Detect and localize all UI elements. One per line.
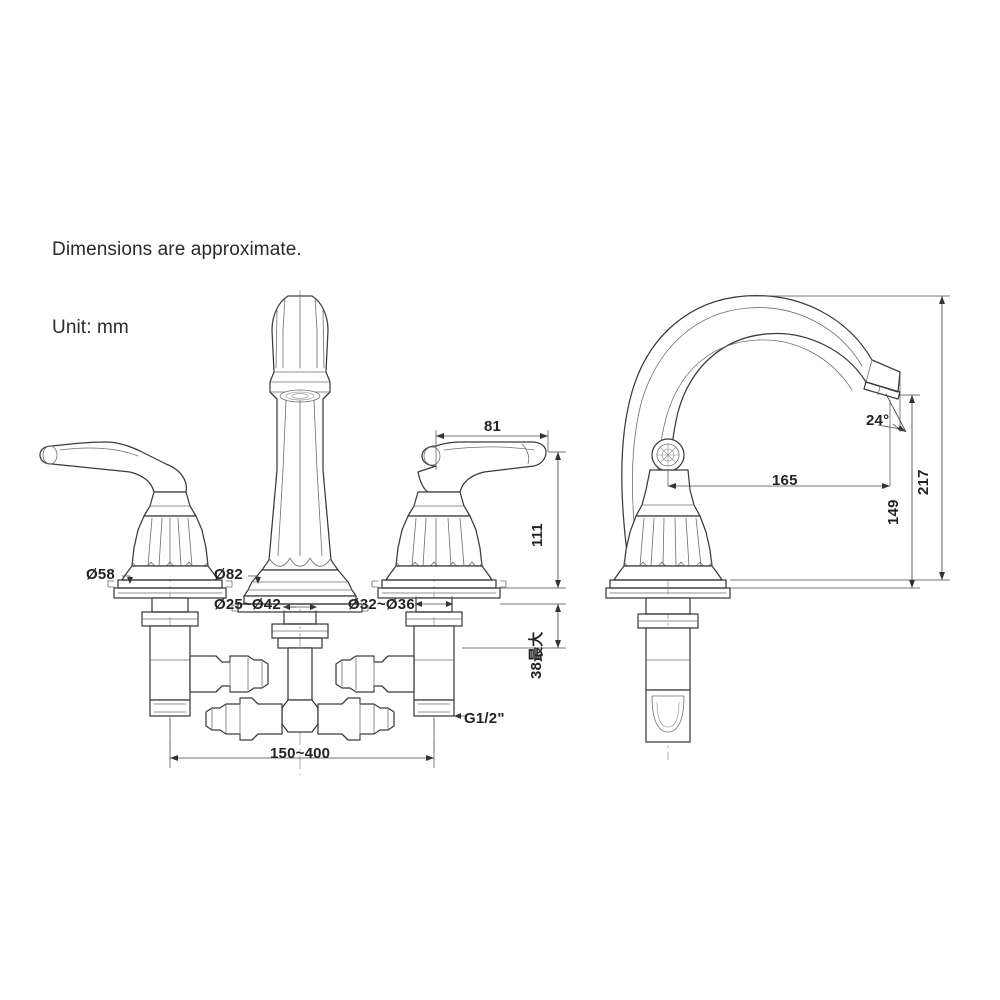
label-handle-length: 81 (484, 418, 502, 435)
label-outlet-angle: 24° (866, 412, 890, 429)
label-spout-reach: 165 (772, 472, 798, 489)
notes-block: Dimensions are approximate. Unit: mm (52, 185, 302, 393)
label-deck-thickness-max: 38最大 (528, 631, 545, 680)
label-spout-outlet-height: 149 (885, 499, 902, 525)
label-spout-shank-hole-range: Ø25~Ø42 (214, 596, 281, 613)
dimension-annotations (122, 295, 950, 768)
label-inlet-thread: G1/2" (464, 710, 505, 727)
front-view-hoses (189, 655, 415, 741)
front-view-spout (231, 295, 369, 733)
label-spread-range: 150~400 (270, 745, 331, 762)
label-handle-shank-hole-range: Ø32~Ø36 (348, 596, 415, 613)
label-handle-escutcheon-diameter: Ø58 (86, 566, 115, 583)
note-line-dimensions: Dimensions are approximate. (52, 239, 302, 260)
label-overall-height: 217 (915, 469, 932, 495)
label-handle-height: 111 (529, 523, 546, 547)
label-spout-base-diameter: Ø82 (214, 566, 243, 583)
side-view-spout (605, 294, 901, 743)
angle-ray-24 (885, 393, 907, 433)
front-view-left-handle (39, 441, 233, 717)
front-view-right-handle (371, 441, 547, 717)
note-line-unit: Unit: mm (52, 317, 129, 338)
